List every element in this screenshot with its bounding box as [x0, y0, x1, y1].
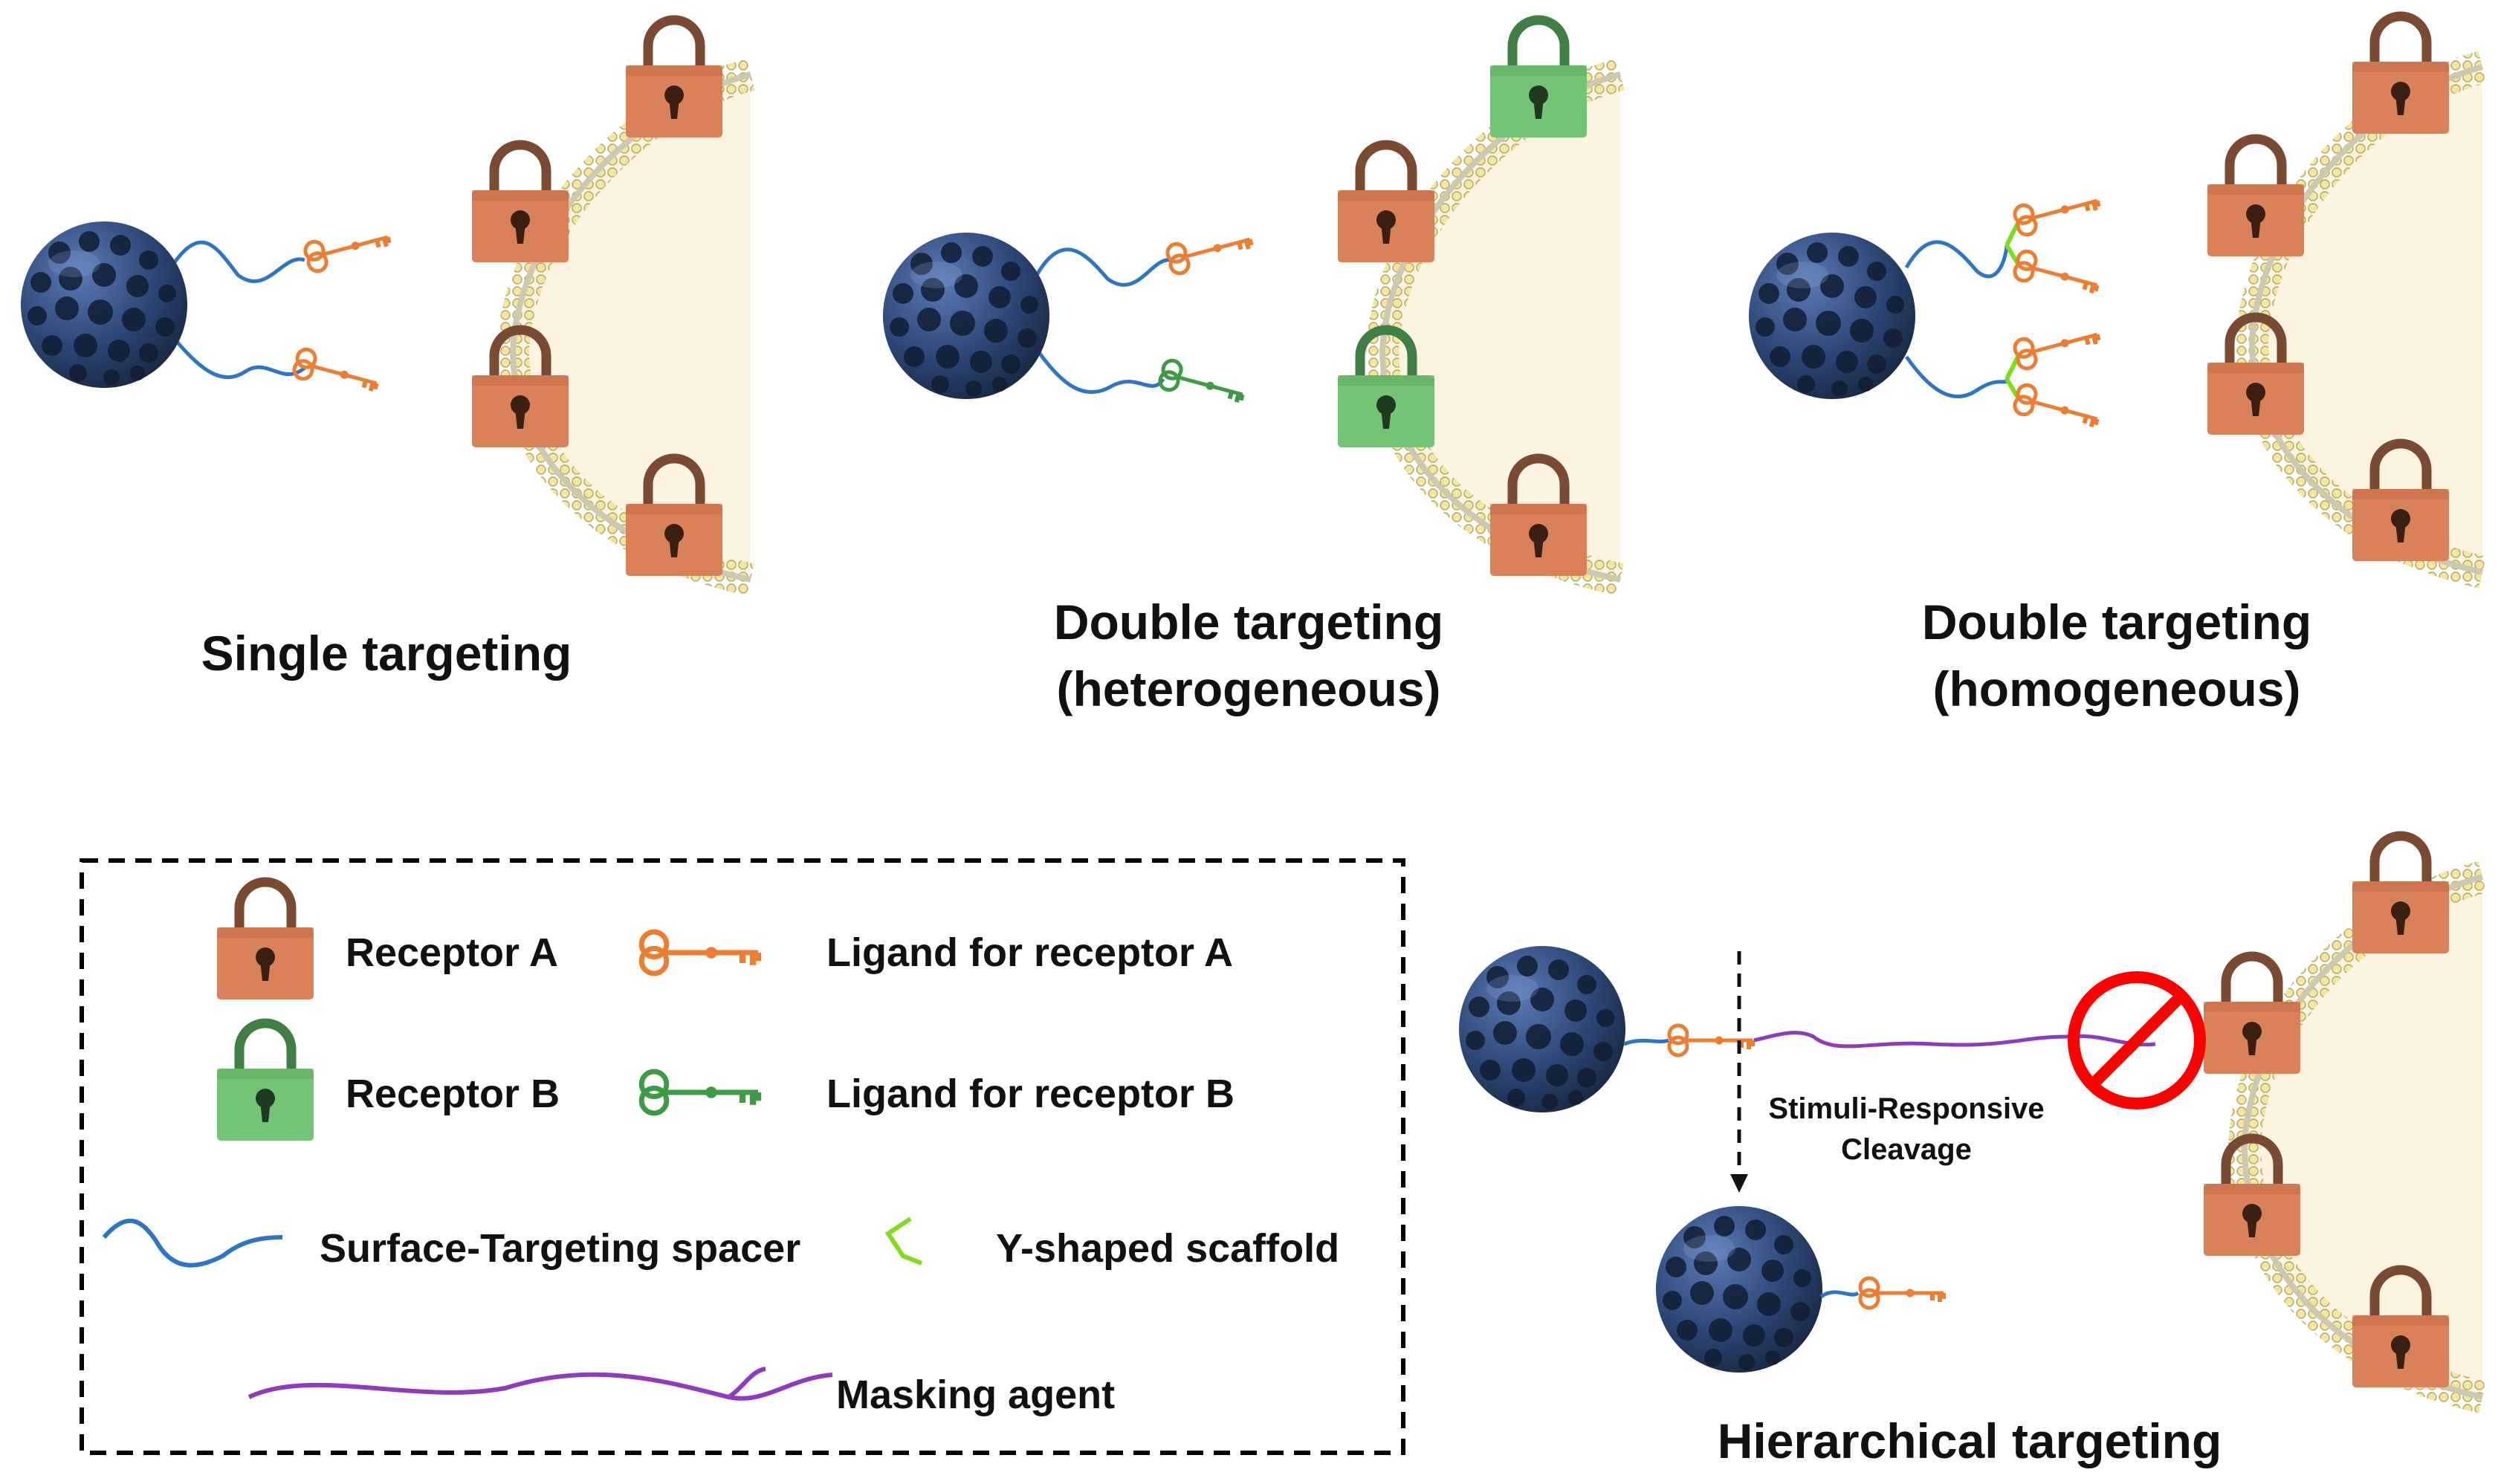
spacer-line: [1904, 355, 2009, 398]
masking-line: [727, 1367, 766, 1399]
lock-icon: [217, 882, 314, 999]
key-icon: [1165, 225, 1254, 276]
spacer-line: [1623, 1038, 1669, 1046]
key-icon: [2013, 383, 2101, 434]
cleavage-label: Stimuli-Responsive: [1768, 1092, 2044, 1125]
spacer-line: [1819, 1290, 1860, 1299]
key-icon: [2013, 187, 2101, 237]
nanoparticle-icon: [1749, 233, 1915, 399]
panel-title: Double targeting: [1922, 594, 2311, 649]
lock-icon: [2352, 836, 2449, 953]
nanoparticle-icon: [21, 221, 187, 388]
panel-double-homogeneous: Double targeting (homogeneous): [1749, 16, 2487, 716]
scaffold: [2004, 221, 2020, 265]
key-icon: [1860, 1278, 1944, 1308]
lock-icon: [2352, 16, 2449, 134]
panel-hierarchical-targeting: Stimuli-Responsive Cleavage Hierarchical…: [1459, 836, 2487, 1468]
spacer-line: [169, 240, 305, 283]
panel-double-heterogeneous: Double targeting (heterogeneous): [883, 20, 1625, 716]
scaffold: [884, 1216, 923, 1266]
lock-icon: [1490, 20, 1587, 137]
lock-icon: [472, 145, 569, 262]
nanoparticle-icon: [1656, 1206, 1822, 1373]
key-icon: [641, 1072, 758, 1113]
legend-label: Ligand for receptor B: [826, 1072, 1235, 1116]
panel-subtitle: (homogeneous): [1933, 661, 2301, 716]
masking-line: [1753, 1031, 2156, 1049]
cleavage-label: Cleavage: [1841, 1133, 1972, 1166]
scaffold: [2004, 355, 2020, 399]
key-icon: [2013, 320, 2101, 371]
spacer-line: [1904, 240, 2009, 279]
spacer-line: [169, 333, 306, 380]
lock-icon: [2204, 956, 2300, 1074]
panel-title: Single targeting: [201, 626, 572, 681]
prohibited-icon: [2068, 971, 2206, 1109]
masking-line: [247, 1372, 833, 1401]
key-icon: [2013, 250, 2101, 300]
legend-label: Ligand for receptor A: [826, 930, 1233, 975]
lock-icon: [626, 20, 722, 137]
key-icon: [292, 348, 381, 398]
panel-single-targeting: Single targeting: [21, 20, 755, 681]
spacer-line: [1035, 348, 1165, 395]
panel-subtitle: (heterogeneous): [1056, 661, 1440, 716]
lock-icon: [217, 1023, 314, 1141]
legend-border: [80, 858, 1405, 1455]
nanoparticle-icon: [1459, 946, 1625, 1112]
legend-label: Receptor A: [346, 930, 558, 975]
legend-label: Receptor B: [346, 1072, 560, 1116]
legend-label: Y-shaped scaffold: [996, 1226, 1339, 1271]
key-icon: [303, 223, 392, 273]
legend-label: Surface-Targeting spacer: [320, 1226, 800, 1271]
lock-icon: [1338, 145, 1434, 262]
legend: Receptor A Ligand for receptor A Recepto…: [80, 858, 1405, 1455]
nanoparticle-icon: [883, 233, 1049, 399]
legend-label: Masking agent: [836, 1373, 1115, 1417]
lock-icon: [2207, 139, 2304, 256]
key-icon: [641, 932, 758, 973]
key-icon: [1158, 359, 1246, 409]
arrowhead: [1730, 1174, 1748, 1193]
panel-title: Double targeting: [1054, 594, 1443, 649]
panel-title: Hierarchical targeting: [1718, 1413, 2222, 1468]
spacer-line: [1035, 247, 1171, 287]
spacer-line: [102, 1218, 283, 1268]
